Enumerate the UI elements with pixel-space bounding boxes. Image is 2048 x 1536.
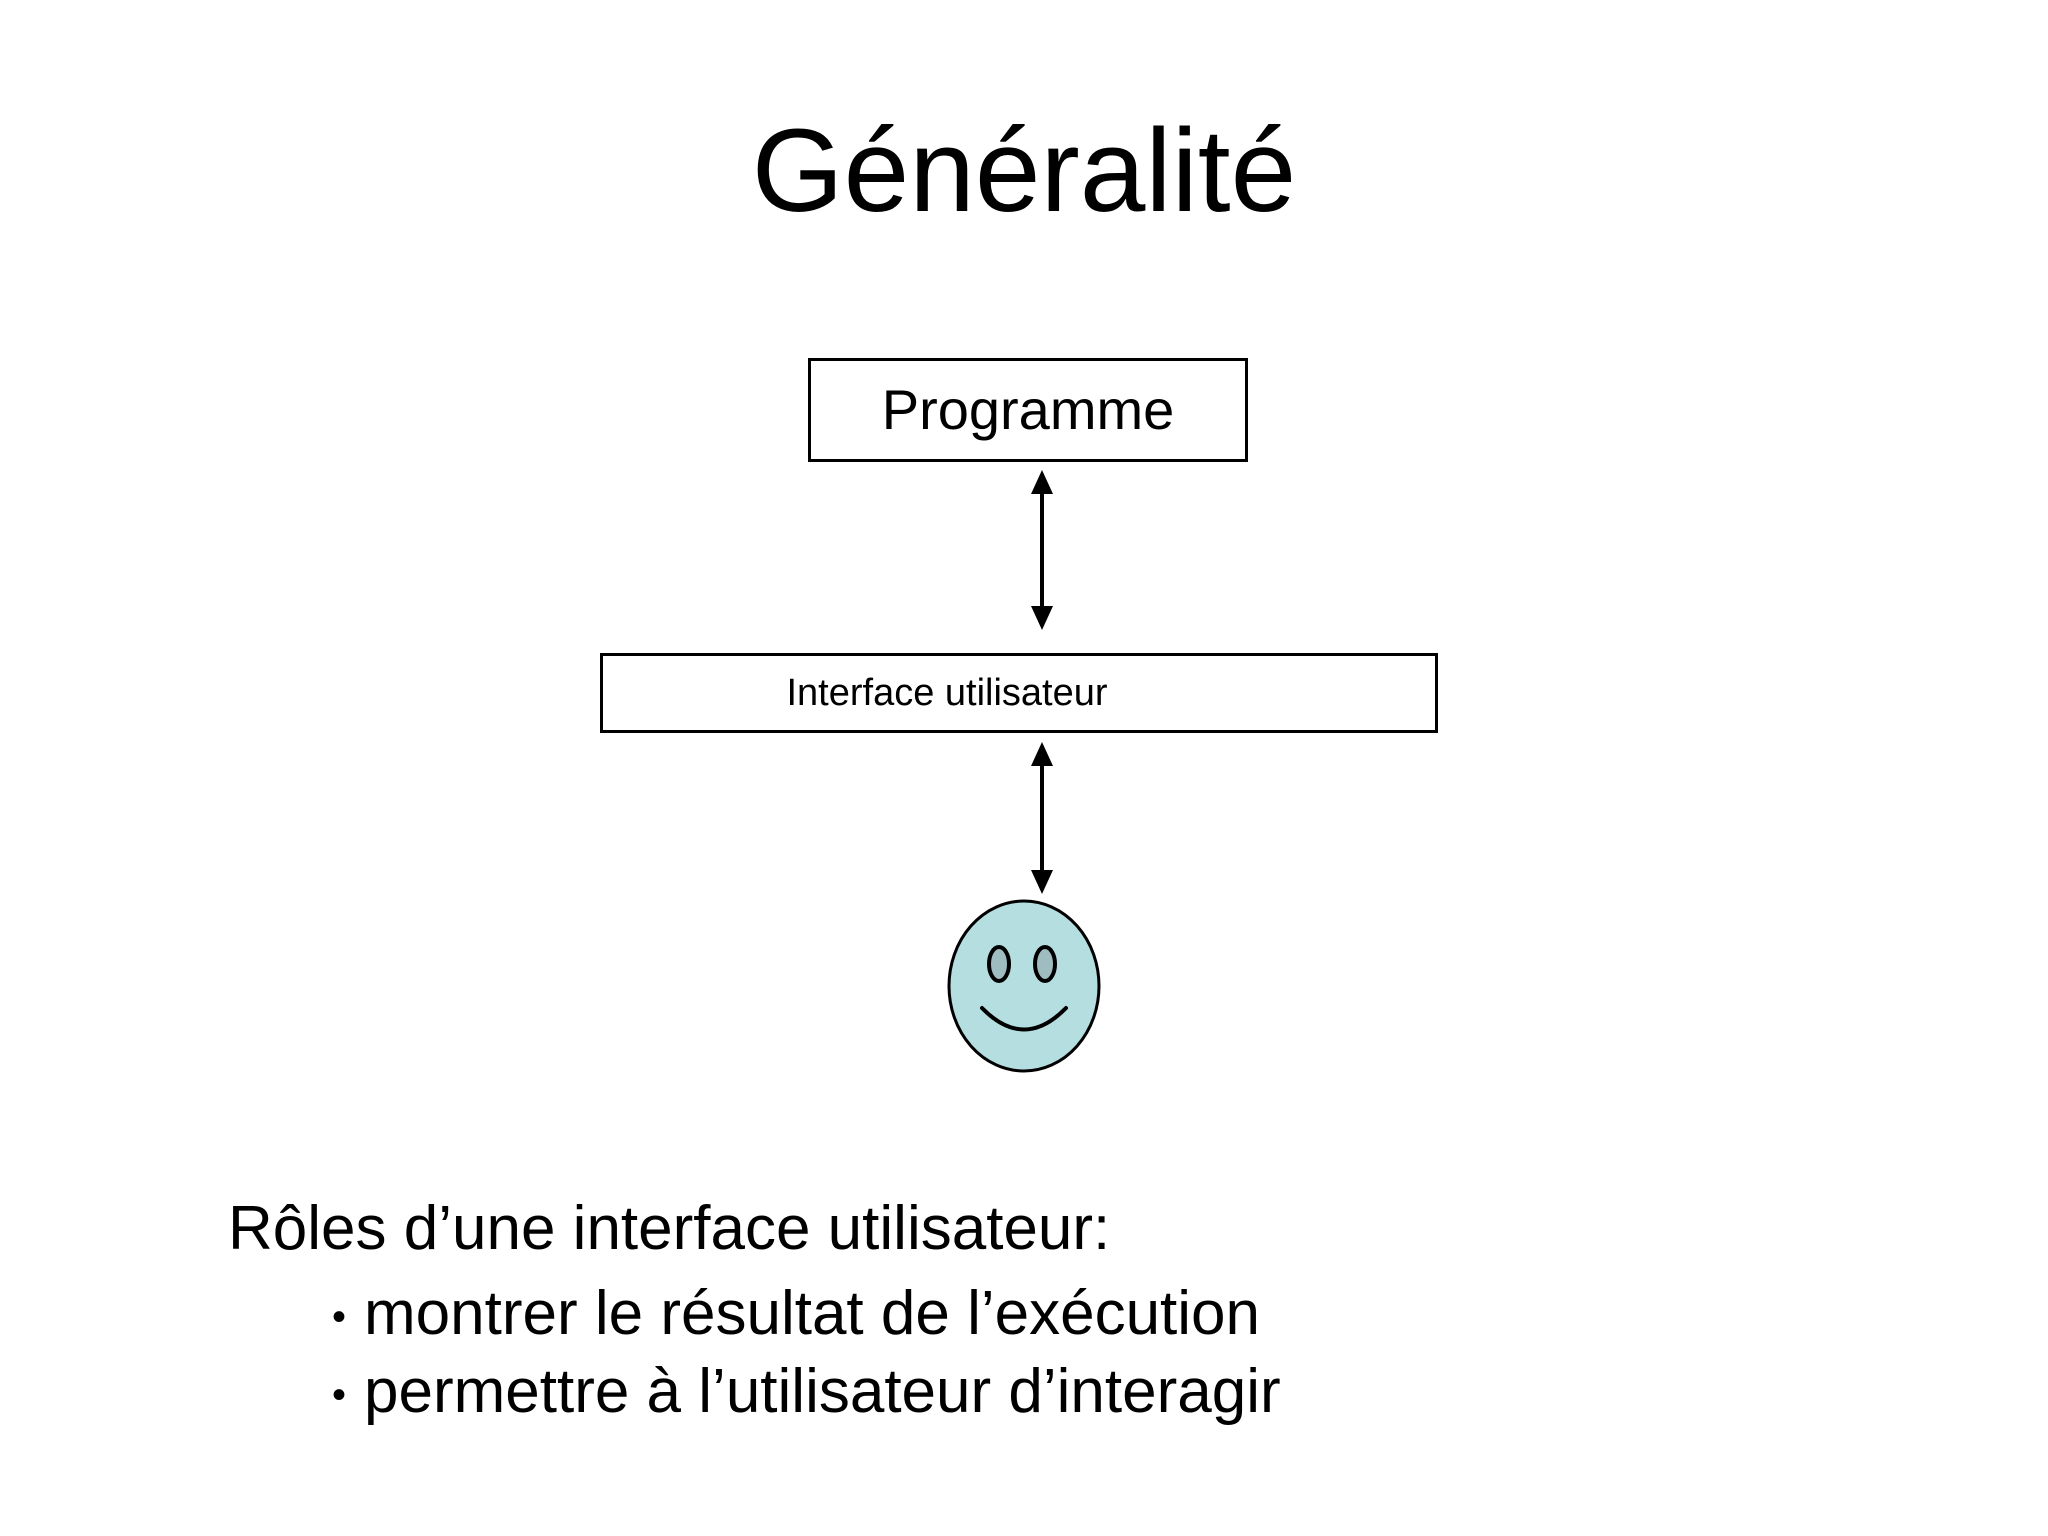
bullet-point-icon: • (332, 1372, 347, 1417)
double-headed-arrow-icon (1022, 742, 1062, 894)
list-item: • permettre à l’utilisateur d’interagir (228, 1353, 1868, 1431)
bullet-point-icon: • (332, 1295, 347, 1340)
smiley-face-icon (946, 898, 1102, 1074)
roles-bullet-list: • montrer le résultat de l’exécution • p… (228, 1275, 1868, 1430)
page-title: Généralité (751, 105, 1297, 237)
diagram-box-interface-utilisateur: Interface utilisateur (600, 653, 1438, 733)
diagram-box-interface-utilisateur-label: Interface utilisateur (786, 672, 1108, 714)
list-item: • montrer le résultat de l’exécution (228, 1275, 1868, 1353)
diagram-box-programme: Programme (808, 358, 1248, 462)
body-text-block: Rôles d’une interface utilisateur: • mon… (228, 1192, 1868, 1430)
roles-heading: Rôles d’une interface utilisateur: (228, 1194, 1111, 1263)
double-headed-arrow-icon (1022, 470, 1062, 630)
diagram-box-programme-label: Programme (881, 378, 1175, 441)
list-item-label: montrer le résultat de l’exécution (364, 1279, 1261, 1349)
list-item-label: permettre à l’utilisateur d’interagir (364, 1356, 1281, 1426)
